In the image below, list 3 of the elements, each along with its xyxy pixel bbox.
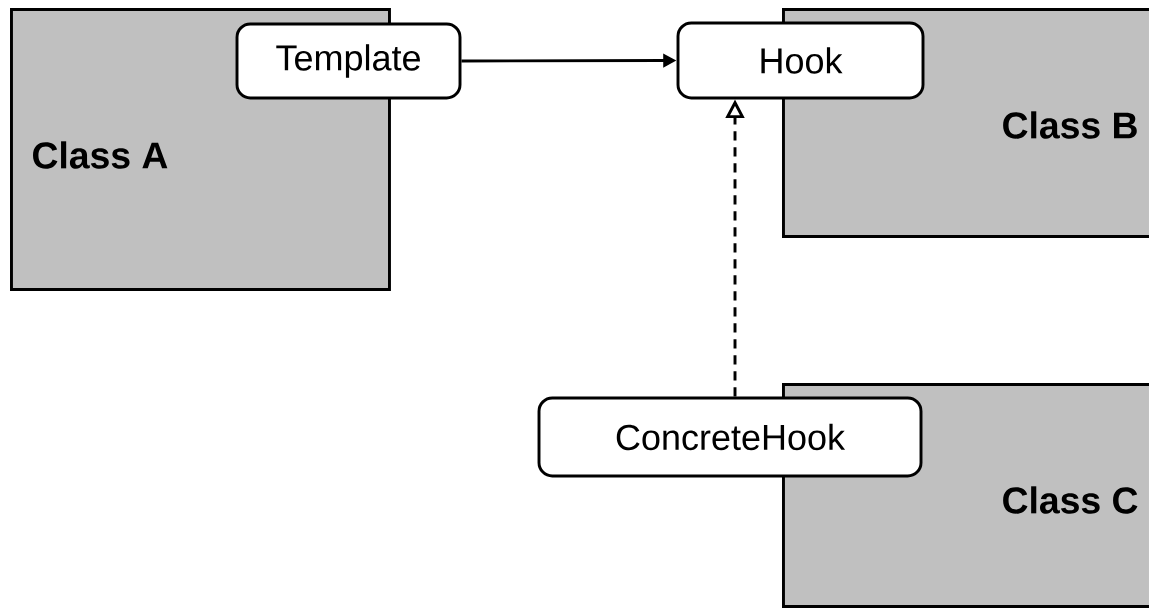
method-box: Hook: [676, 21, 925, 100]
method-box: ConcreteHook: [537, 396, 923, 478]
method-box: Template: [235, 22, 462, 100]
